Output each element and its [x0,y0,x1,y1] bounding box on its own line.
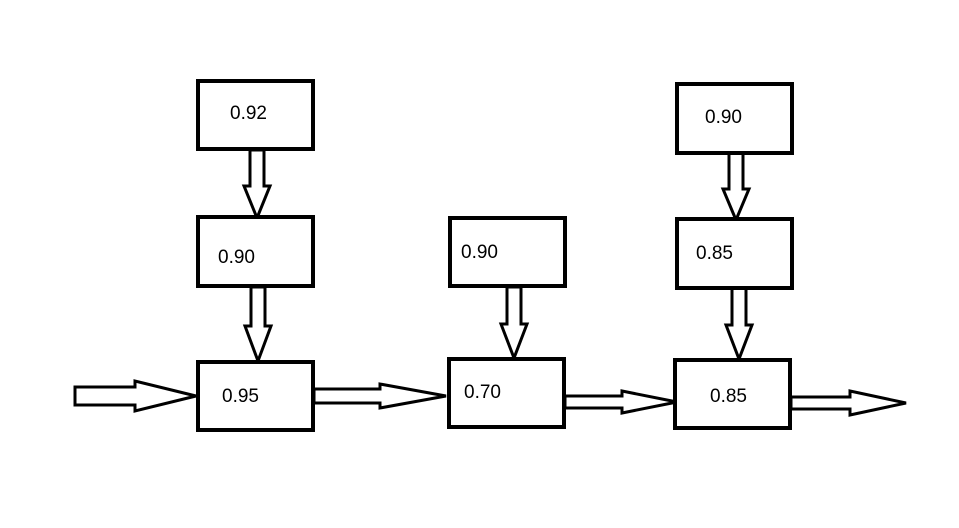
node-value: 0.85 [696,243,733,264]
node-value: 0.90 [705,107,742,128]
node-value: 0.92 [230,103,267,124]
node-box-c1: 0.90 [675,82,794,155]
arrow-b1-b2 [498,285,530,363]
node-box-b2: 0.70 [447,357,566,429]
node-box-a1: 0.92 [196,79,315,151]
arrow-c2-c3 [723,286,755,364]
arrow-a3-b2 [312,382,447,410]
node-box-a3: 0.95 [196,360,315,432]
node-value: 0.90 [461,242,498,263]
node-box-c2: 0.85 [675,217,794,290]
node-value: 0.90 [218,247,255,268]
output-arrow [789,389,907,417]
node-value: 0.85 [710,386,747,407]
arrow-b2-c3 [563,389,678,415]
node-box-c3: 0.85 [673,358,792,430]
arrow-a1-a2 [241,148,273,222]
node-box-b1: 0.90 [448,216,567,288]
node-box-a2: 0.90 [196,215,315,288]
arrow-c1-c2 [720,151,752,224]
input-arrow [73,379,197,413]
arrow-a2-a3 [242,285,274,366]
node-value: 0.95 [222,386,259,407]
node-value: 0.70 [464,382,501,403]
